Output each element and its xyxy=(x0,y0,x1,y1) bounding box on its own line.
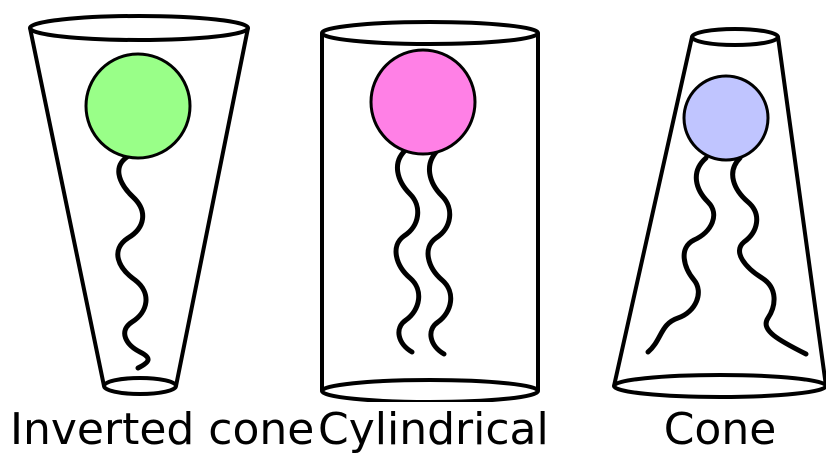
cone-label: Cone xyxy=(640,402,800,458)
cone-tail-right xyxy=(733,158,806,354)
cone-figure xyxy=(614,29,826,397)
cylindrical-bottom-rim xyxy=(322,380,538,402)
inverted-cone-figure xyxy=(30,16,248,394)
inverted-cone-label: Inverted cone xyxy=(10,402,268,458)
cone-bottom-rim xyxy=(614,375,826,397)
cylindrical-label: Cylindrical xyxy=(318,402,542,458)
cone-top-rim xyxy=(692,29,778,45)
cylindrical-headgroup xyxy=(371,50,475,154)
inverted-cone-headgroup xyxy=(86,54,190,158)
cylindrical-tail-left xyxy=(396,148,419,352)
cylindrical-tail-right xyxy=(428,148,451,354)
lipid-shape-diagram xyxy=(0,0,826,402)
inverted-cone-top-rim xyxy=(30,16,248,40)
inverted-cone-tail xyxy=(118,153,148,368)
cylindrical-top-rim xyxy=(322,22,538,44)
inverted-cone-bottom-rim xyxy=(104,378,176,394)
cone-headgroup xyxy=(684,76,768,160)
cylindrical-figure xyxy=(322,22,538,402)
